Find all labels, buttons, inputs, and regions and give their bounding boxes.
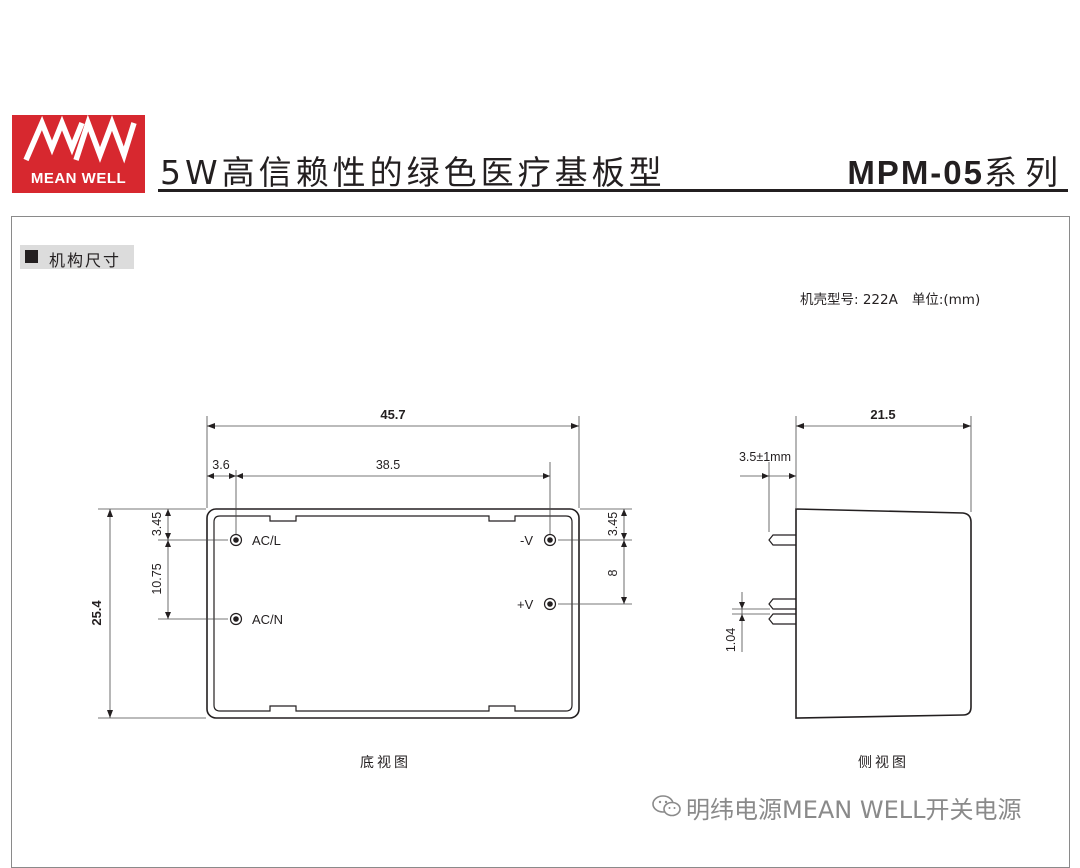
side-view [768,508,972,719]
dim-pin-spacing-x: 38.5 [376,458,400,472]
bottom-view-caption: 底视图 [360,755,411,771]
series-model: MPM-05 [847,154,984,191]
bottom-view [206,508,580,719]
section-bullet-icon [25,250,38,263]
wechat-icon [652,795,681,817]
bottom-view-dimensions [98,416,632,719]
dim-pin-diameter: 1.04 [724,628,738,652]
section-tab [20,245,134,269]
dim-pin-offset-x: 3.6 [212,458,229,472]
side-pin-bottom [768,613,796,625]
case-label: 机壳型号: 222A [800,292,898,308]
pin-label-posv: +V [517,597,534,612]
dim-right-pin-spacing: 8 [606,569,620,576]
dim-left-pin-spacing: 10.75 [150,563,164,594]
case-info: 机壳型号: 222A 单位:(mm) [800,288,994,308]
bottom-case-inner [213,515,573,712]
bottom-dim-arrows [107,423,627,718]
pin-label-acl: AC/L [252,533,281,548]
side-pin-middle [768,598,796,610]
title-rule [158,189,1068,192]
series-suffix: 系列 [984,153,1066,192]
pin-acn [229,612,243,626]
dim-height: 25.4 [89,600,104,626]
pin-posv [543,597,557,611]
dim-pin-length: 3.5±1mm [739,450,791,464]
logo-text: MEAN WELL [30,170,127,187]
page-title: 5W高信赖性的绿色医疗基板型 [160,153,666,192]
series-title: MPM-05系列 [847,146,1066,194]
side-case-outline [795,508,972,719]
dim-width: 45.7 [380,407,405,422]
dim-side-width: 21.5 [870,407,895,422]
side-dim-arrows [739,423,971,621]
watermark-text: 明纬电源MEAN WELL开关电源 [686,796,1022,824]
dim-right-top-offset: 3.45 [606,512,620,536]
pin-label-negv: -V [520,533,533,548]
dim-top-offset: 3.45 [150,512,164,536]
mw-logo-mark [23,115,137,164]
side-view-dimensions [732,416,972,652]
section-label: 机构尺寸 [49,251,122,270]
side-pin-top [768,534,796,546]
mean-well-logo: MEAN WELL [12,115,145,193]
pin-acl [229,533,243,547]
bottom-case-outline [206,508,580,719]
pin-label-acn: AC/N [252,612,283,627]
pin-negv [543,533,557,547]
unit-label: 单位:(mm) [911,292,981,308]
side-view-caption: 侧视图 [858,755,909,771]
